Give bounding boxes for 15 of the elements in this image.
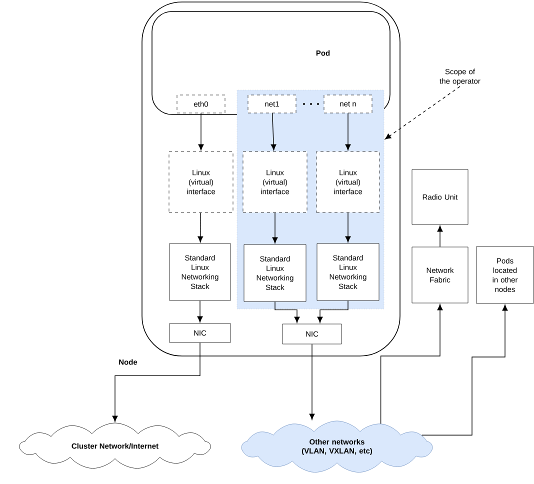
arrow: [272, 212, 278, 244]
arrow: [345, 112, 351, 150]
arrow: [198, 112, 204, 150]
arrow: [197, 300, 203, 322]
arrow: [274, 301, 300, 323]
arrow: [309, 344, 315, 420]
arrow: [421, 304, 508, 436]
arrow: [437, 226, 443, 248]
arrow: [198, 212, 204, 242]
arrow: [317, 300, 348, 323]
leader-arrow: [384, 86, 460, 140]
arrow: [112, 342, 200, 422]
arrow: [270, 112, 276, 150]
arrow: [380, 304, 443, 424]
arrow: [345, 212, 351, 242]
